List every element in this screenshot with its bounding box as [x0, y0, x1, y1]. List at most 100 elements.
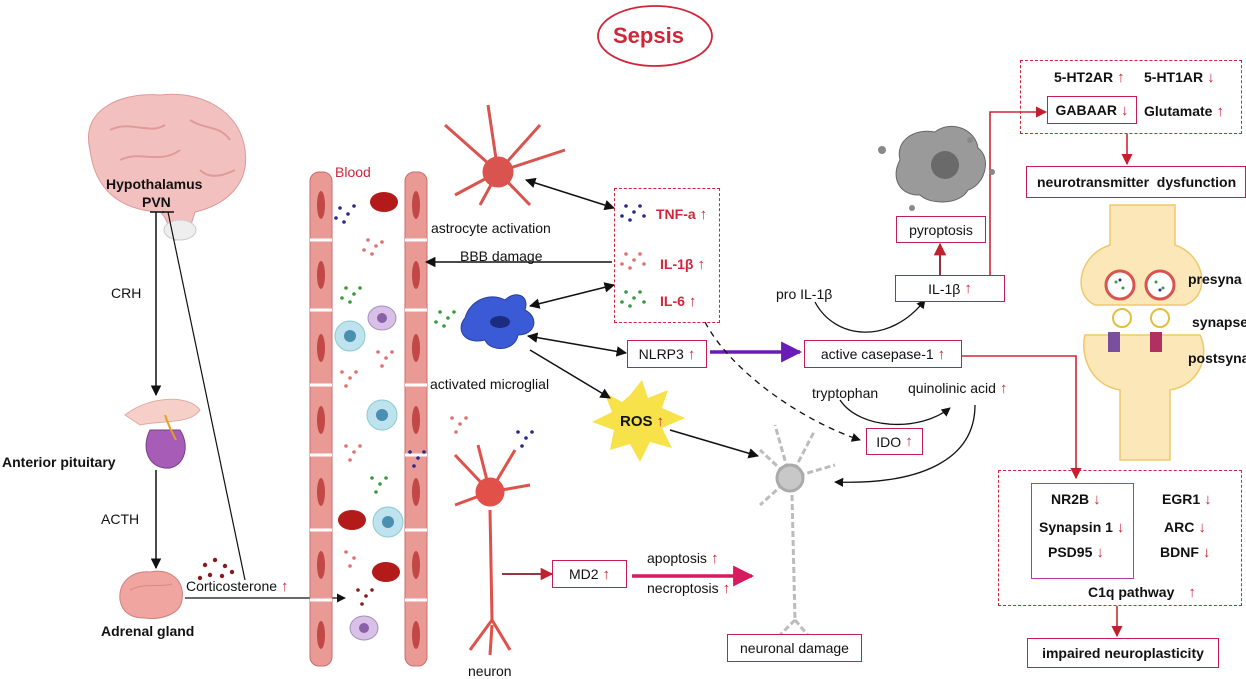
arc-down-arrow: ↓ — [1198, 519, 1206, 536]
glutamate-up-arrow: ↑ — [1216, 103, 1224, 120]
md2-box: MD2↑ — [552, 560, 627, 588]
tnfa-text: TNF-a — [656, 206, 696, 222]
c1q-text: C1q pathway — [1088, 584, 1175, 600]
synaptic-protein-box — [1031, 483, 1134, 579]
caspase-text: active casepase-1 — [820, 346, 934, 362]
plasticity-box — [998, 470, 1242, 606]
neuronal-damage-text: neuronal damage — [740, 640, 849, 656]
quinolinic-label: quinolinic acid↑ — [908, 380, 1007, 397]
red-blood-cell-icon — [338, 192, 400, 582]
gabaar-box: GABAAR↓ — [1047, 96, 1137, 124]
receptor-box — [1020, 60, 1242, 134]
corticosterone-text: Corticosterone — [186, 578, 278, 594]
ht2ar-label: 5-HT2AR↑ — [1054, 69, 1125, 86]
bbb-damage-label: BBB damage — [460, 248, 543, 264]
astrocyte-label: astrocyte activation — [431, 220, 551, 236]
title-ellipse — [597, 5, 713, 67]
pituitary-icon — [124, 398, 201, 469]
brain-icon — [88, 93, 247, 241]
ros-burst-icon — [592, 380, 685, 462]
neurotransmitter-dysfunction-box: neurotransmitter dysfunction — [1026, 166, 1246, 198]
leukocyte-icon — [334, 305, 404, 641]
impaired-neuroplasticity-box: impaired neuroplasticity — [1027, 638, 1219, 668]
il6-text: IL-6 — [660, 293, 685, 309]
hypothalamus-label: Hypothalamus — [106, 176, 203, 192]
synapse-icon — [1080, 204, 1205, 461]
neurotransmitter-dysfunction-text: neurotransmitter dysfunction — [1037, 174, 1237, 190]
gabaar-text: GABAAR — [1055, 102, 1117, 118]
nlrp3-up-arrow: ↑ — [687, 345, 696, 363]
blood-dots — [334, 204, 534, 606]
ros-text: ROS — [620, 413, 653, 430]
synapse-label: synapse — [1192, 314, 1246, 330]
neuronal-damage-box: neuronal damage — [727, 634, 862, 662]
blood-vessel — [309, 171, 428, 667]
synapsin-label: Synapsin 1↓ — [1039, 519, 1124, 536]
bdnf-text: BDNF — [1160, 544, 1199, 560]
quinolinic-text: quinolinic acid — [908, 380, 996, 396]
cytokine-il6: IL-6↑ — [660, 293, 696, 310]
pvn-label: PVN — [142, 194, 171, 210]
postsynaptic-label: postsyna — [1188, 350, 1246, 366]
egr1-label: EGR1↓ — [1162, 491, 1212, 508]
egr1-down-arrow: ↓ — [1204, 491, 1212, 508]
ros-up-arrow: ↑ — [656, 413, 665, 430]
nr2b-text: NR2B — [1051, 491, 1090, 507]
c1q-up-arrow: ↑ — [1188, 584, 1196, 601]
cytokine-il1b: IL-1β↑ — [660, 256, 705, 273]
bdnf-down-arrow: ↓ — [1202, 544, 1211, 561]
ido-box: IDO↑ — [866, 428, 923, 455]
blood-label: Blood — [335, 164, 371, 180]
c1q-label: C1q pathway ↑ — [1088, 584, 1196, 601]
md2-up-arrow: ↑ — [602, 565, 611, 583]
glutamate-label: Glutamate↑ — [1144, 103, 1224, 120]
impaired-neuroplasticity-text: impaired neuroplasticity — [1042, 645, 1204, 661]
psd95-down-arrow: ↓ — [1096, 544, 1104, 561]
ht1ar-down-arrow: ↓ — [1207, 69, 1215, 86]
presynaptic-label: presyna — [1188, 271, 1242, 287]
synapsin-text: Synapsin 1 — [1039, 519, 1113, 535]
egr1-text: EGR1 — [1162, 491, 1201, 507]
microglia-icon — [460, 294, 535, 349]
diagram-title: Sepsis — [613, 23, 684, 48]
pyroptosis-text: pyroptosis — [909, 221, 973, 238]
il1b-up-arrow: ↑ — [964, 280, 972, 297]
damaged-neuron-icon — [758, 424, 836, 642]
pro-il1b-label: pro IL-1β — [776, 286, 833, 302]
cytokine-tnfa: TNF-a↑ — [656, 206, 707, 223]
ht2ar-text: 5-HT2AR — [1054, 69, 1114, 85]
acth-label: ACTH — [101, 511, 140, 527]
nr2b-label: NR2B↓ — [1051, 491, 1101, 508]
corticosterone-label: Corticosterone↑ — [186, 578, 289, 595]
necroptosis-text: necroptosis — [647, 580, 719, 596]
caspase-up-arrow: ↑ — [937, 345, 946, 363]
microglia-label: activated microglial — [430, 376, 550, 392]
bdnf-label: BDNF↓ — [1160, 544, 1210, 561]
caspase-box: active casepase-1↑ — [804, 340, 962, 368]
neuron-icon — [453, 444, 531, 656]
arc-text: ARC — [1164, 519, 1195, 535]
anterior-pituitary-label: Anterior pituitary — [2, 454, 116, 470]
il1b-box: IL-1β↑ — [895, 275, 1005, 302]
astrocyte-icon — [444, 104, 566, 207]
gabaar-down-arrow: ↓ — [1120, 101, 1129, 119]
nr2b-down-arrow: ↓ — [1093, 491, 1101, 508]
glutamate-text: Glutamate — [1144, 103, 1213, 119]
il1b-cytokine-up-arrow: ↑ — [697, 256, 705, 273]
nlrp3-box: NLRP3↑ — [627, 340, 707, 368]
tryptophan-label: tryptophan — [812, 385, 879, 401]
nlrp3-text: NLRP3 — [638, 346, 684, 362]
ht2ar-up-arrow: ↑ — [1117, 69, 1125, 86]
corticosterone-dots — [197, 557, 235, 581]
ros-label: ROS↑ — [620, 414, 664, 430]
md2-text: MD2 — [568, 566, 599, 582]
synapsin-down-arrow: ↓ — [1116, 519, 1125, 536]
apoptosis-text: apoptosis — [647, 550, 707, 566]
ido-up-arrow: ↑ — [905, 433, 913, 450]
corticosterone-up-arrow: ↑ — [281, 578, 289, 595]
il1b-text: IL-1β — [928, 280, 961, 297]
pyroptosis-box: pyroptosis — [896, 216, 986, 243]
necroptosis-label: necroptosis↑ — [647, 580, 730, 597]
